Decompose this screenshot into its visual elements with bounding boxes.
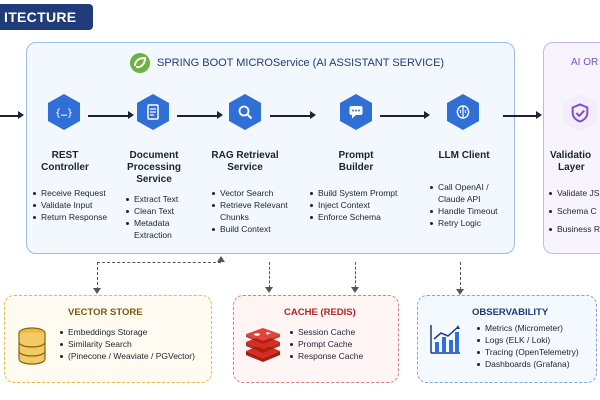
page-title: ITECTURE <box>0 4 93 30</box>
flow-arrow-head-2 <box>217 111 223 119</box>
flow-arrow-line-1 <box>88 115 128 117</box>
observability-title: OBSERVABILITY <box>472 307 549 318</box>
cache-bullets: Session Cache Prompt Cache Response Cach… <box>290 326 363 362</box>
connector-vector-store-left <box>97 262 98 290</box>
incoming-arrow-head <box>18 111 24 119</box>
vector-store-bullets: Embeddings Storage Similarity Search (Pi… <box>60 326 195 362</box>
connector-vector-store-horizontal <box>97 262 221 263</box>
spring-logo-icon <box>130 53 150 73</box>
ai-orchestration-panel <box>543 42 600 254</box>
connector-observability-head <box>456 289 464 295</box>
redis-icon <box>244 328 282 362</box>
microservice-title: SPRING BOOT MICROService (AI ASSISTANT S… <box>157 57 445 69</box>
observability-box <box>417 295 597 383</box>
rag-retrieval-bullets: Vector Search Retrieve Relevant Chunks B… <box>212 187 304 235</box>
incoming-arrow-line <box>0 115 18 117</box>
svg-text:{…}: {…} <box>55 108 73 119</box>
flow-arrow-line-5 <box>503 115 536 117</box>
brain-icon <box>447 94 479 130</box>
vector-store-title: VECTOR STORE <box>68 307 143 318</box>
flow-arrow-line-3 <box>270 115 310 117</box>
connector-cache-right-head <box>351 287 359 293</box>
llm-client-label: LLM Client <box>438 150 490 161</box>
flow-arrow-line-2 <box>177 115 217 117</box>
connector-rag-head <box>217 256 225 262</box>
rest-controller-bullets: Receive Request Validate Input Return Re… <box>33 187 107 223</box>
flow-arrow-head-4 <box>424 111 430 119</box>
cache-title: CACHE (REDIS) <box>284 307 356 318</box>
flow-arrow-head-5 <box>536 111 542 119</box>
connector-cache-right <box>355 262 356 288</box>
flow-arrow-head-3 <box>310 111 316 119</box>
flow-arrow-head-1 <box>128 111 134 119</box>
connector-observability <box>460 262 461 290</box>
connector-cache-left <box>269 262 270 288</box>
observability-bullets: Metrics (Micrometer) Logs (ELK / Loki) T… <box>477 322 579 370</box>
bar-chart-icon <box>428 322 462 356</box>
microservice-panel <box>26 42 515 254</box>
shield-check-icon <box>563 94 597 132</box>
connector-cache-left-head <box>265 287 273 293</box>
chat-bubble-icon <box>340 94 372 130</box>
prompt-builder-bullets: Build System Prompt Inject Context Enfor… <box>310 187 397 223</box>
ai-orchestration-title: AI OR <box>571 57 599 68</box>
connector-vector-store-left-head <box>93 288 101 294</box>
database-icon <box>16 326 48 366</box>
llm-client-bullets: Call OpenAI / Claude API Handle Timeout … <box>430 181 508 229</box>
validation-layer-bullets: Validate JS Schema C Business R <box>549 187 600 235</box>
flow-arrow-line-4 <box>380 115 424 117</box>
document-processing-bullets: Extract Text Clean Text Metadata Extract… <box>126 193 190 241</box>
